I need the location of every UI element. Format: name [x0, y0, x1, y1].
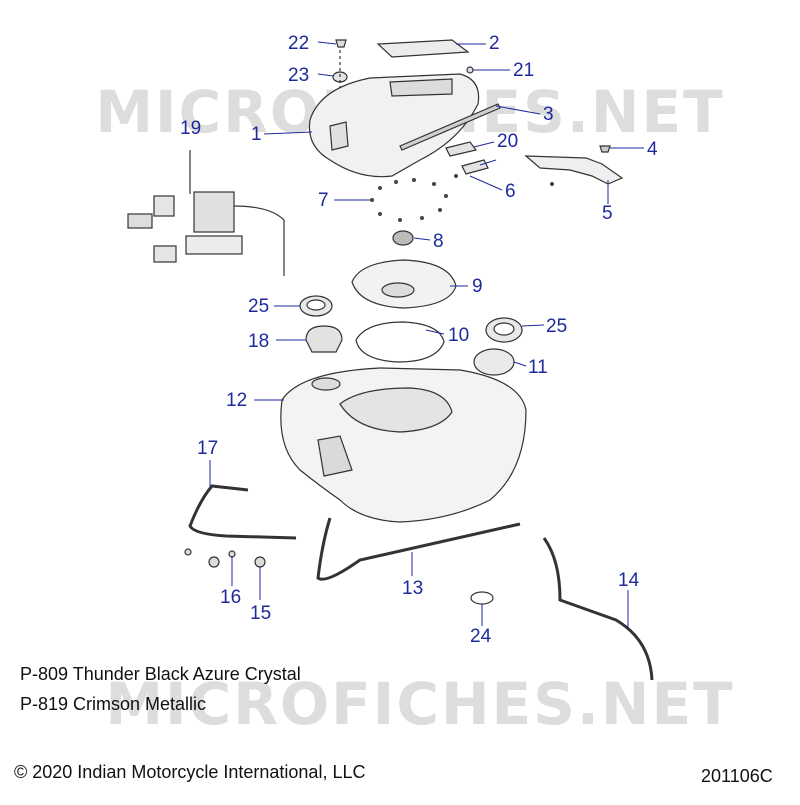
part-3-trim-strip	[399, 103, 501, 151]
callout-13: 13	[402, 578, 424, 599]
part-17-hose	[188, 484, 297, 540]
part-21-screw	[466, 66, 474, 74]
part-13-fuel-line	[316, 517, 521, 581]
callout-1: 1	[251, 124, 262, 145]
callout-6: 6	[505, 181, 516, 202]
part-1-console	[308, 73, 480, 178]
callout-16: 16	[220, 587, 242, 608]
callout-10: 10	[448, 325, 470, 346]
part-10-gasket	[355, 321, 445, 363]
callout-3: 3	[543, 104, 554, 125]
callout-4: 4	[647, 139, 658, 160]
part-15-clamp	[254, 556, 266, 568]
part-7-bolt-ring	[370, 174, 554, 222]
watermark-bottom: MICROFICHES.NET	[105, 670, 734, 738]
callout-19: 19	[180, 118, 202, 139]
part-11-plate	[473, 348, 515, 376]
part-19-fuel-pump	[127, 150, 285, 276]
copyright-text: © 2020 Indian Motorcycle International, …	[14, 762, 366, 782]
part-24-clip	[470, 591, 494, 605]
callout-20: 20	[497, 131, 519, 152]
diagram-code: 201106C	[701, 766, 773, 786]
part-4-clip	[599, 145, 611, 153]
callout-22: 22	[288, 33, 310, 54]
part-16-clamp	[208, 556, 220, 568]
callout-2: 2	[489, 33, 500, 54]
part-22-screw	[335, 39, 347, 48]
part-2-plate	[376, 39, 470, 58]
callout-12: 12	[226, 390, 248, 411]
callout-9: 9	[472, 276, 483, 297]
part-8-fuel-cap	[392, 230, 414, 246]
part-5-bracket	[524, 155, 624, 185]
color-note-2: P-819 Crimson Metallic	[20, 694, 207, 714]
callout-24: 24	[470, 626, 492, 647]
part-18-cap	[305, 325, 343, 353]
part-20-bracket	[445, 141, 478, 157]
callout-25-right: 25	[546, 316, 568, 337]
callout-17: 17	[197, 438, 219, 459]
callout-14: 14	[618, 570, 640, 591]
part-14-vent-line	[542, 537, 654, 681]
callout-5: 5	[602, 203, 613, 224]
callout-7: 7	[318, 190, 329, 211]
color-note-1: P-809 Thunder Black Azure Crystal	[20, 664, 301, 684]
callout-21: 21	[513, 60, 535, 81]
callout-8: 8	[433, 231, 444, 252]
callout-25-left: 25	[248, 296, 270, 317]
callout-18: 18	[248, 331, 270, 352]
callout-15: 15	[250, 603, 272, 624]
callout-11: 11	[528, 357, 548, 378]
callout-23: 23	[288, 65, 310, 86]
